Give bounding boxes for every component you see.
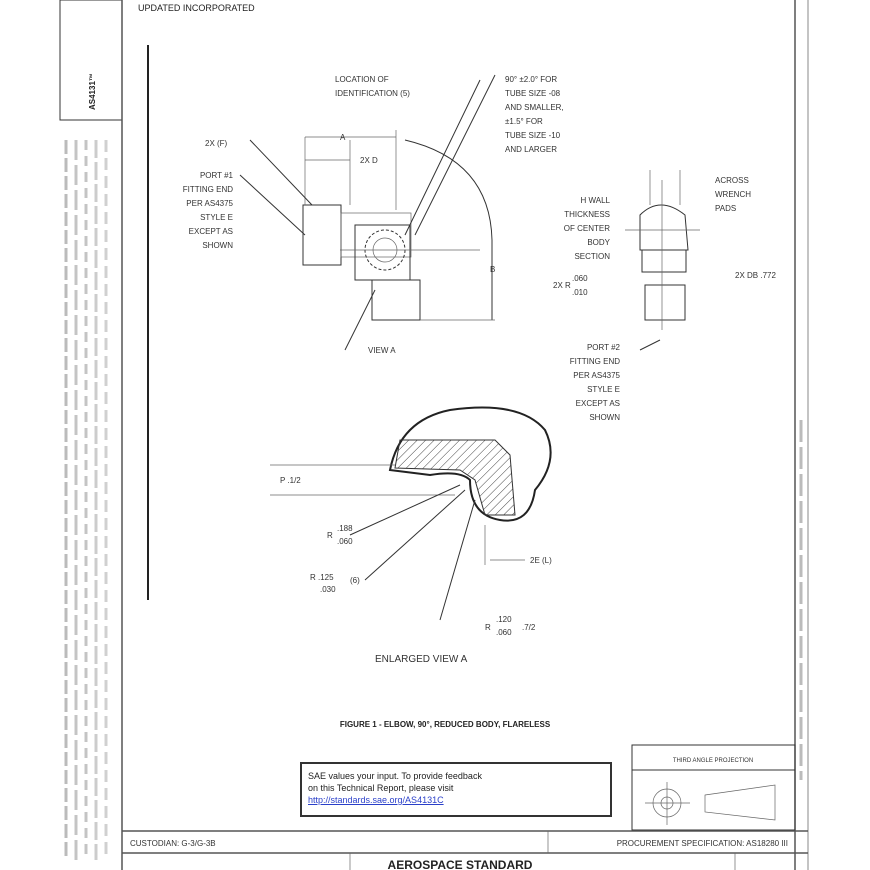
svg-text:P .1/2: P .1/2 [280,476,301,485]
svg-text:STYLE E: STYLE E [200,213,233,222]
elbow-main-view [239,74,496,351]
svg-text:.060: .060 [337,537,353,546]
svg-text:ACROSS: ACROSS [715,176,749,185]
svg-text:TUBE SIZE -08: TUBE SIZE -08 [505,89,561,98]
svg-text:PER AS4375: PER AS4375 [186,199,233,208]
svg-text:(6): (6) [350,576,360,585]
enlarged-view-a [270,406,552,621]
main-view-labels: LOCATION OF IDENTIFICATION (5) 90° ±2.0°… [183,75,564,355]
svg-text:STYLE E: STYLE E [587,385,620,394]
svg-text:SECTION: SECTION [574,252,610,261]
svg-text:±1.5° FOR: ±1.5° FOR [505,117,543,126]
svg-text:.7/2: .7/2 [522,623,536,632]
svg-text:FITTING END: FITTING END [183,185,233,194]
svg-text:2X DB .772: 2X DB .772 [735,271,776,280]
svg-text:AND LARGER: AND LARGER [505,145,557,154]
svg-text:.030: .030 [320,585,336,594]
svg-text:OF CENTER: OF CENTER [564,224,610,233]
svg-text:2X D: 2X D [360,156,378,165]
top-text: UPDATED INCORPORATED [138,3,255,13]
svg-text:.120: .120 [496,615,512,624]
svg-text:R: R [485,623,491,632]
svg-text:B: B [490,265,495,274]
svg-text:2E (L): 2E (L) [530,556,552,565]
svg-text:PORT #2: PORT #2 [587,343,621,352]
left-margin-text [64,140,108,860]
svg-text:PER AS4375: PER AS4375 [573,371,620,380]
procurement-spec: PROCUREMENT SPECIFICATION: AS18280 III [617,839,788,848]
svg-text:SHOWN: SHOWN [202,241,233,250]
svg-text:.188: .188 [337,524,353,533]
feedback-line-2: on this Technical Report, please visit [308,783,454,793]
feedback-box: SAE values your input. To provide feedba… [300,762,612,817]
svg-text:PADS: PADS [715,204,736,213]
svg-text:PORT #1: PORT #1 [200,171,234,180]
svg-text:FITTING END: FITTING END [570,357,620,366]
side-view-labels: ACROSS WRENCH PADS H WALL THICKNESS OF C… [553,176,776,422]
feedback-line-1: SAE values your input. To provide feedba… [308,771,482,781]
svg-text:2X (F): 2X (F) [205,139,228,148]
svg-text:LOCATION OF: LOCATION OF [335,75,389,84]
figure-caption: FIGURE 1 - ELBOW, 90°, REDUCED BODY, FLA… [340,720,551,729]
svg-text:THICKNESS: THICKNESS [564,210,610,219]
svg-text:SHOWN: SHOWN [589,413,620,422]
title-block: AEROSPACE STANDARD [388,858,533,870]
svg-text:EXCEPT AS: EXCEPT AS [576,399,620,408]
svg-text:.060: .060 [496,628,512,637]
svg-text:R: R [327,531,333,540]
document-id: AS4131™ [88,73,97,110]
svg-text:VIEW A: VIEW A [368,346,396,355]
svg-text:ENLARGED VIEW A: ENLARGED VIEW A [375,654,468,665]
svg-text:EXCEPT AS: EXCEPT AS [189,227,233,236]
svg-text:THIRD ANGLE PROJECTION: THIRD ANGLE PROJECTION [673,758,753,764]
svg-text:IDENTIFICATION (5): IDENTIFICATION (5) [335,89,410,98]
feedback-link[interactable]: http://standards.sae.org/AS4131C [308,795,444,805]
custodian: CUSTODIAN: G-3/G-3B [130,839,216,848]
enlarged-view-labels: P .1/2 R .188 .060 R .125 .030 (6) 2E (L… [280,476,552,665]
svg-text:R .125: R .125 [310,573,334,582]
elbow-side-view [625,170,700,351]
svg-text:A: A [340,133,346,142]
svg-text:.010: .010 [572,288,588,297]
svg-text:2X R: 2X R [553,281,571,290]
svg-text:.060: .060 [572,274,588,283]
svg-text:BODY: BODY [587,238,610,247]
svg-text:TUBE SIZE -10: TUBE SIZE -10 [505,131,561,140]
svg-text:WRENCH: WRENCH [715,190,751,199]
svg-text:90° ±2.0° FOR: 90° ±2.0° FOR [505,75,557,84]
projection-block: THIRD ANGLE PROJECTION [631,744,796,831]
svg-text:AND SMALLER,: AND SMALLER, [505,103,564,112]
svg-text:H WALL: H WALL [581,196,611,205]
